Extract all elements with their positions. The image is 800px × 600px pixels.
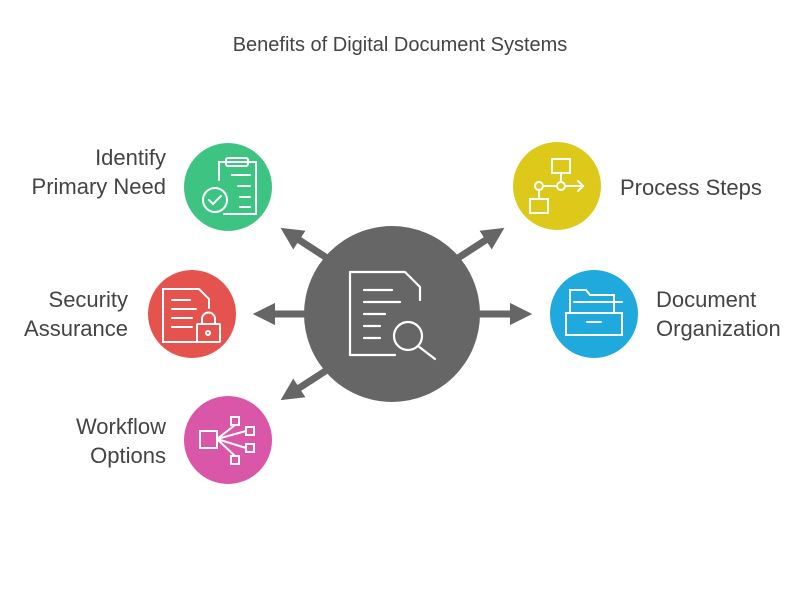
connector-arrows <box>252 227 533 401</box>
label-line: Organization <box>656 316 781 341</box>
branching-network-icon <box>199 416 255 465</box>
node-workflow <box>184 396 272 484</box>
label-identify: Identify Primary Need <box>32 143 166 201</box>
label-line: Primary Need <box>31 174 166 199</box>
label-workflow: Workflow Options <box>76 412 166 470</box>
document-search-icon <box>348 270 437 361</box>
node-process <box>513 142 601 230</box>
label-line: Security <box>48 287 128 312</box>
flowchart-icon <box>529 158 585 214</box>
node-identify <box>184 143 272 231</box>
label-line: Process Steps <box>620 175 762 200</box>
label-security: Security Assurance <box>24 285 128 343</box>
arrow-process <box>453 227 505 263</box>
file-drawer-icon <box>565 289 623 336</box>
clipboard-check-icon <box>202 157 257 215</box>
label-line: Assurance <box>24 316 128 341</box>
label-line: Workflow <box>75 414 166 439</box>
node-organization <box>550 270 638 358</box>
document-lock-icon <box>162 288 221 343</box>
label-process: Process Steps <box>620 173 762 202</box>
center-node <box>304 226 480 402</box>
node-security <box>148 270 236 358</box>
label-line: Options <box>90 443 166 468</box>
arrow-identify <box>280 227 332 263</box>
label-organization: Document Organization <box>656 285 781 343</box>
diagram-title: Benefits of Digital Document Systems <box>232 34 568 56</box>
label-line: Document <box>656 287 757 312</box>
label-line: Identify <box>95 145 166 170</box>
arrow-workflow <box>280 365 332 401</box>
